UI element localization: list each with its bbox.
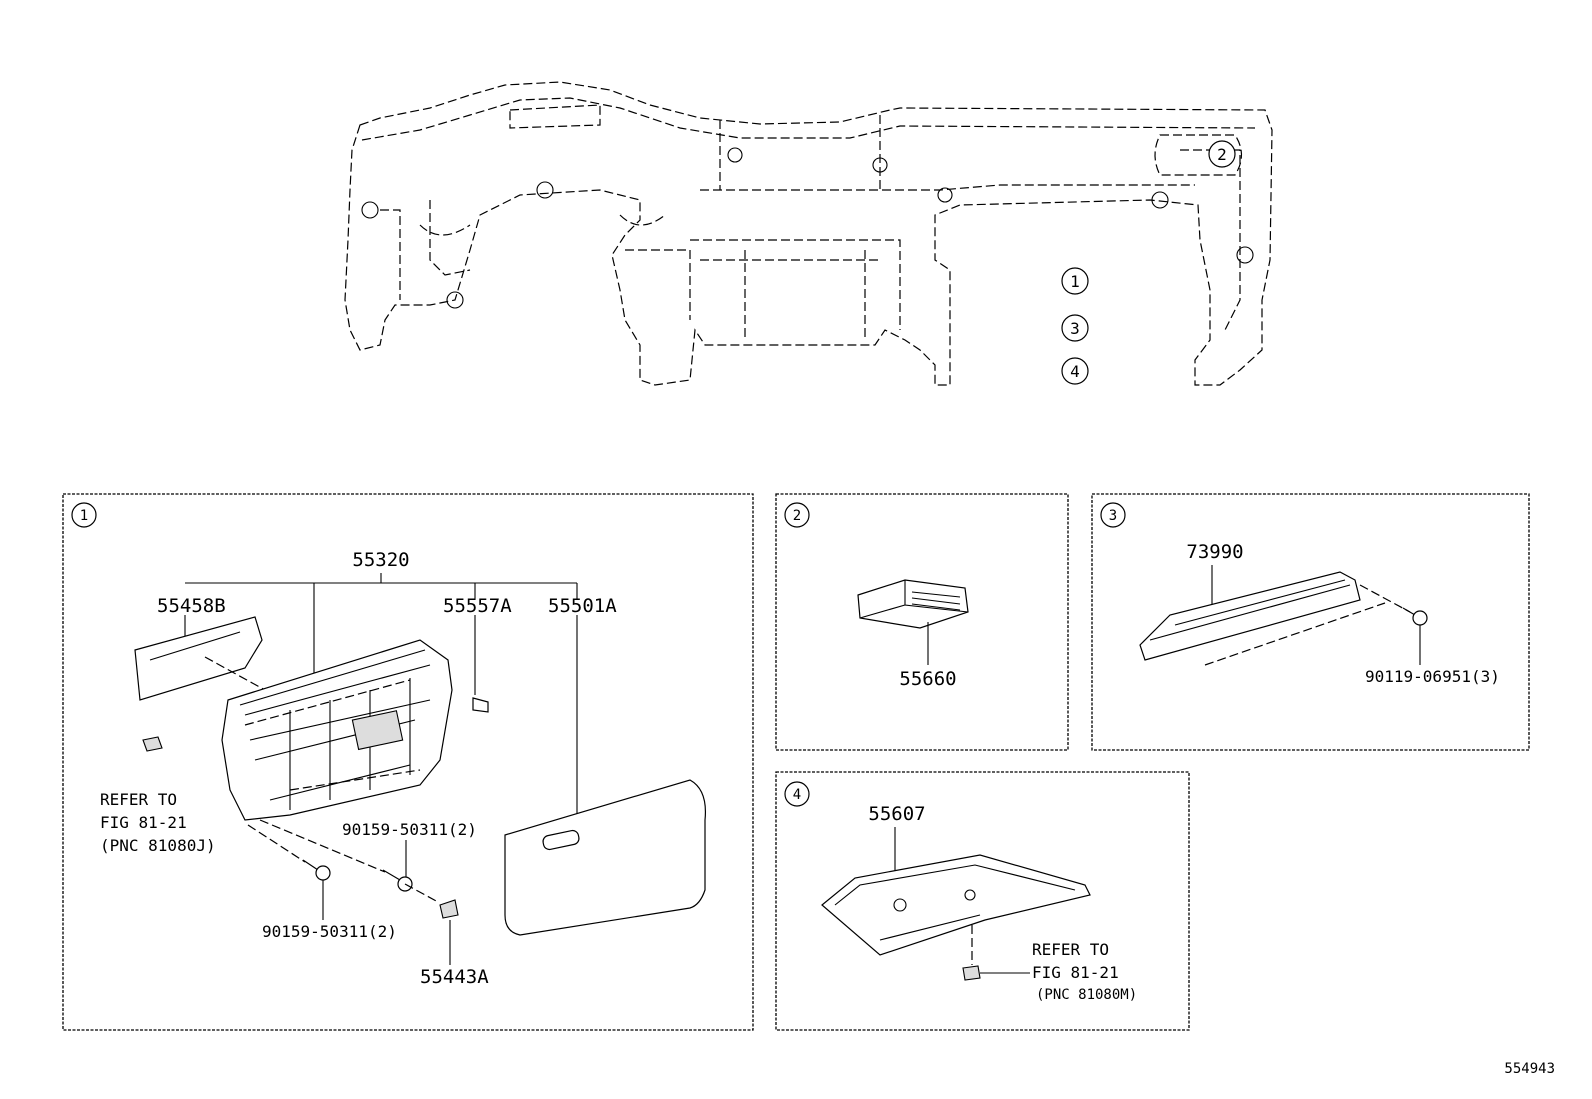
svg-text:1: 1: [1070, 272, 1080, 291]
label-55458B[interactable]: 55458B: [157, 595, 226, 617]
part-55443A-cushion[interactable]: [439, 899, 459, 919]
refer-81080J-line3: (PNC 81080J): [100, 836, 216, 855]
panel-2-index-circle: [784, 502, 810, 528]
part-55607-lower-cover[interactable]: [821, 854, 1091, 956]
label-55443A[interactable]: 55443A: [420, 966, 489, 988]
part-55320-glove-box-frame[interactable]: [221, 639, 453, 821]
panel-2-register: 2 55660: [775, 493, 1069, 751]
overview-callout-3[interactable]: 3: [1061, 314, 1089, 342]
panel-4-lower-cover: 4 55607 REFER TO FIG 81-21 (PNC 81080M): [775, 771, 1190, 1031]
part-clip-81080M[interactable]: [962, 965, 981, 981]
label-55660[interactable]: 55660: [899, 668, 956, 690]
part-55557A-clip[interactable]: [472, 697, 489, 713]
part-clip-81080J[interactable]: [142, 736, 163, 752]
panel-3-lower-panel: 3 73990 90119-06951(3): [1091, 493, 1530, 751]
panel-1-glove-box: 1 55320 55458B 55557A 55501A: [62, 493, 754, 1031]
label-55501A[interactable]: 55501A: [548, 595, 617, 617]
part-screw-lower[interactable]: [302, 859, 331, 881]
part-55501A-glove-compartment-door[interactable]: [504, 779, 707, 936]
part-55458B-garnish[interactable]: [134, 616, 263, 701]
part-screw-upper[interactable]: [382, 869, 413, 892]
refer-81080M-line3: (PNC 81080M): [1036, 987, 1137, 1003]
label-screw-upper[interactable]: 90159-50311(2): [342, 820, 477, 839]
part-55660-register-assy[interactable]: [857, 579, 969, 629]
part-bolt-90119[interactable]: [1402, 607, 1428, 626]
svg-text:2: 2: [1217, 145, 1227, 164]
label-55557A[interactable]: 55557A: [443, 595, 512, 617]
panel-2-index: 2: [793, 508, 801, 524]
overview-callout-1[interactable]: 1: [1061, 267, 1089, 295]
panel-3-index: 3: [1109, 508, 1117, 524]
panel-4-index: 4: [793, 787, 801, 803]
label-bolt-90119[interactable]: 90119-06951(3): [1365, 667, 1500, 686]
label-screw-lower[interactable]: 90159-50311(2): [262, 922, 397, 941]
refer-81080M-line2: FIG 81-21: [1032, 963, 1119, 982]
label-55320[interactable]: 55320: [352, 549, 409, 571]
overview-callout-4[interactable]: 4: [1061, 357, 1089, 385]
overview-callout-2[interactable]: 2: [1208, 140, 1236, 168]
label-55607[interactable]: 55607: [868, 803, 925, 825]
svg-text:4: 4: [1070, 362, 1080, 381]
panel-3-index-circle: [1100, 502, 1126, 528]
panel-4-index-circle: [784, 781, 810, 807]
svg-text:3: 3: [1070, 319, 1080, 338]
figure-id: 554943: [1504, 1061, 1555, 1077]
instrument-panel-overview: 2 1 3 4: [344, 81, 1273, 386]
refer-81080J-line1: REFER TO: [100, 790, 177, 809]
panel-1-index: 1: [80, 508, 88, 524]
part-73990-lower-panel[interactable]: [1139, 571, 1361, 661]
refer-81080J-line2: FIG 81-21: [100, 813, 187, 832]
refer-81080M-line1: REFER TO: [1032, 940, 1109, 959]
label-73990[interactable]: 73990: [1186, 541, 1243, 563]
panel-1-index-circle: [71, 502, 97, 528]
